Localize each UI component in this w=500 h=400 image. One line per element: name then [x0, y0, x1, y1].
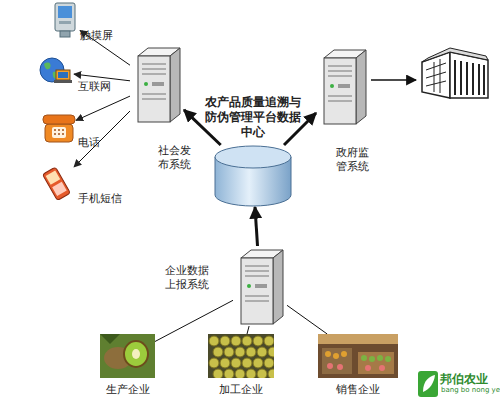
server-icon: [130, 44, 184, 124]
server-node: 社会发布系统: [130, 44, 184, 124]
node-label: 政府监管系统: [336, 146, 372, 174]
logo-mark: [418, 371, 438, 397]
node-label: 互联网: [78, 80, 118, 94]
connector-arrow: [74, 111, 130, 167]
server-icon: [233, 246, 287, 326]
node-label: 销售企业: [328, 383, 388, 397]
connector-arrow: [247, 326, 249, 334]
produce-photo: [100, 334, 155, 378]
produce-photo: [208, 334, 274, 378]
node-label: 社会发布系统: [158, 144, 194, 172]
database-node: 农产品质量追溯与防伪管理平台数据中心: [213, 145, 293, 207]
node-label: 加工企业: [211, 383, 271, 397]
server-node: 政府监管系统: [316, 46, 370, 126]
device-node: 互联网: [38, 56, 74, 88]
building-icon: [422, 48, 488, 98]
node-label: 企业数据上报系统: [165, 264, 215, 292]
device-node: 电话: [42, 112, 76, 144]
arrow-line: [371, 79, 416, 81]
enterprise-node: 销售企业: [318, 334, 398, 378]
logo-text: 邦伯农业: [440, 371, 488, 388]
internet-icon: [38, 56, 74, 88]
device-node: 手机短信: [40, 166, 74, 202]
connector-arrow: [255, 207, 258, 246]
node-label: 生产企业: [98, 383, 158, 397]
node-label: 农产品质量追溯与防伪管理平台数据中心: [201, 95, 305, 140]
connector-arrow: [287, 305, 327, 334]
server-node: 企业数据上报系统: [233, 246, 287, 326]
database-cylinder: [213, 145, 293, 207]
node-label: 电话: [78, 136, 108, 150]
mobile-phone-icon: [40, 166, 74, 202]
enterprise-node: 加工企业: [208, 334, 274, 378]
connector-arrow: [74, 74, 130, 81]
server-icon: [316, 46, 370, 126]
device-node: 触摸屏: [50, 2, 80, 38]
touchscreen-icon: [50, 2, 80, 38]
enterprise-node: 生产企业: [100, 334, 155, 378]
store-photo: [318, 334, 398, 378]
node-label: 触摸屏: [80, 29, 120, 43]
telephone-icon: [42, 112, 76, 144]
logo-text: bang bo nong ye: [441, 386, 500, 394]
connector-arrow: [76, 96, 130, 120]
node-label: 手机短信: [78, 192, 128, 206]
